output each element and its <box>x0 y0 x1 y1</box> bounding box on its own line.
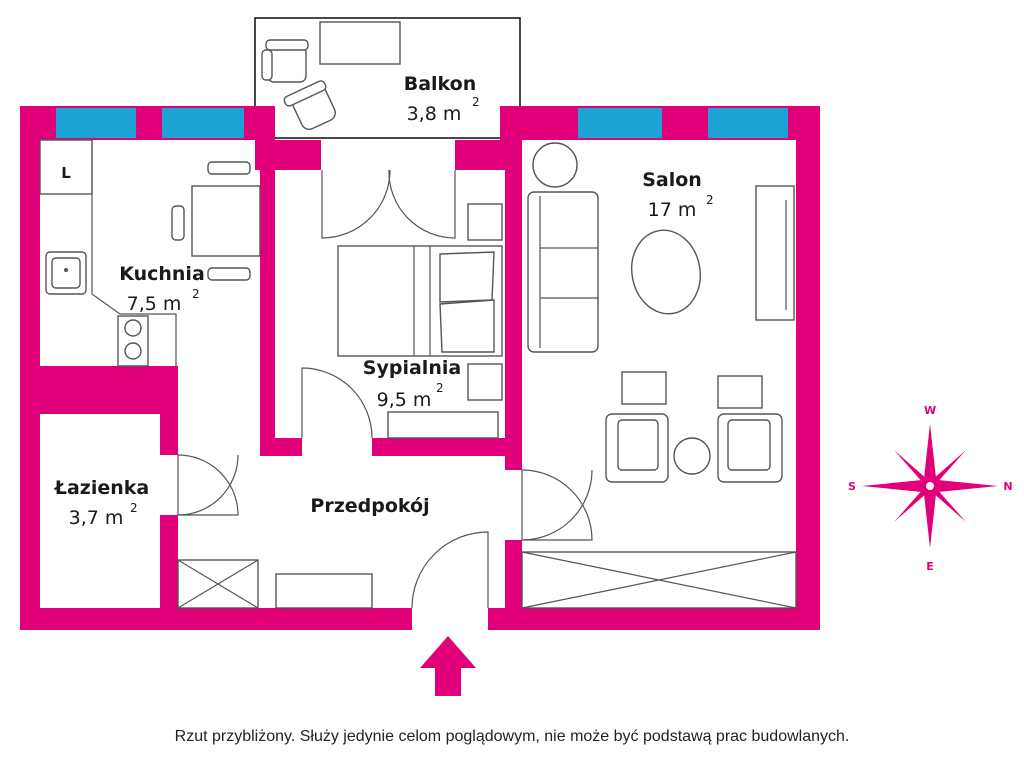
svg-text:Łazienka: Łazienka <box>54 477 149 499</box>
entrance-arrow-icon <box>420 636 476 696</box>
svg-text:17 m: 17 m <box>648 199 697 221</box>
room-label-lazienka: Łazienka 3,7 m 2 <box>54 477 149 529</box>
bedroom-furniture <box>337 203 503 439</box>
svg-text:Sypialnia: Sypialnia <box>363 357 461 379</box>
doors <box>177 169 593 609</box>
svg-text:Kuchnia: Kuchnia <box>119 263 205 285</box>
balcony-furniture <box>261 21 401 130</box>
hall-furniture <box>177 559 373 609</box>
room-label-kuchnia: Kuchnia 7,5 m 2 <box>119 263 205 315</box>
compass-south-label: S <box>848 480 856 493</box>
windows <box>56 108 788 138</box>
svg-text:2: 2 <box>472 95 480 109</box>
svg-text:Salon: Salon <box>642 169 702 191</box>
room-label-sypialnia: Sypialnia 9,5 m 2 <box>363 357 461 411</box>
svg-text:2: 2 <box>436 381 444 395</box>
room-label-balkon: Balkon 3,8 m 2 <box>404 73 480 125</box>
room-label-salon: Salon 17 m 2 <box>642 169 713 221</box>
compass-east-label: E <box>926 560 934 573</box>
svg-text:7,5 m: 7,5 m <box>127 293 182 315</box>
compass-west-label: W <box>924 404 936 417</box>
svg-text:Balkon: Balkon <box>404 73 477 95</box>
svg-text:2: 2 <box>192 287 200 301</box>
svg-text:3,8 m: 3,8 m <box>407 103 462 125</box>
compass-rose-icon: W E S N <box>848 404 1013 573</box>
fridge-label: L <box>61 164 71 182</box>
svg-text:3,7 m: 3,7 m <box>69 507 124 529</box>
svg-text:9,5 m: 9,5 m <box>377 389 432 411</box>
room-label-przedpokoj: Przedpokój <box>310 495 429 517</box>
kitchen-furniture: L <box>39 139 261 367</box>
disclaimer-text: Rzut przybliżony. Służy jedynie celom po… <box>174 728 850 745</box>
compass-north-label: N <box>1003 480 1012 493</box>
salon-furniture <box>521 142 797 609</box>
svg-text:2: 2 <box>130 501 138 515</box>
svg-text:2: 2 <box>706 193 714 207</box>
svg-text:Przedpokój: Przedpokój <box>310 495 429 517</box>
